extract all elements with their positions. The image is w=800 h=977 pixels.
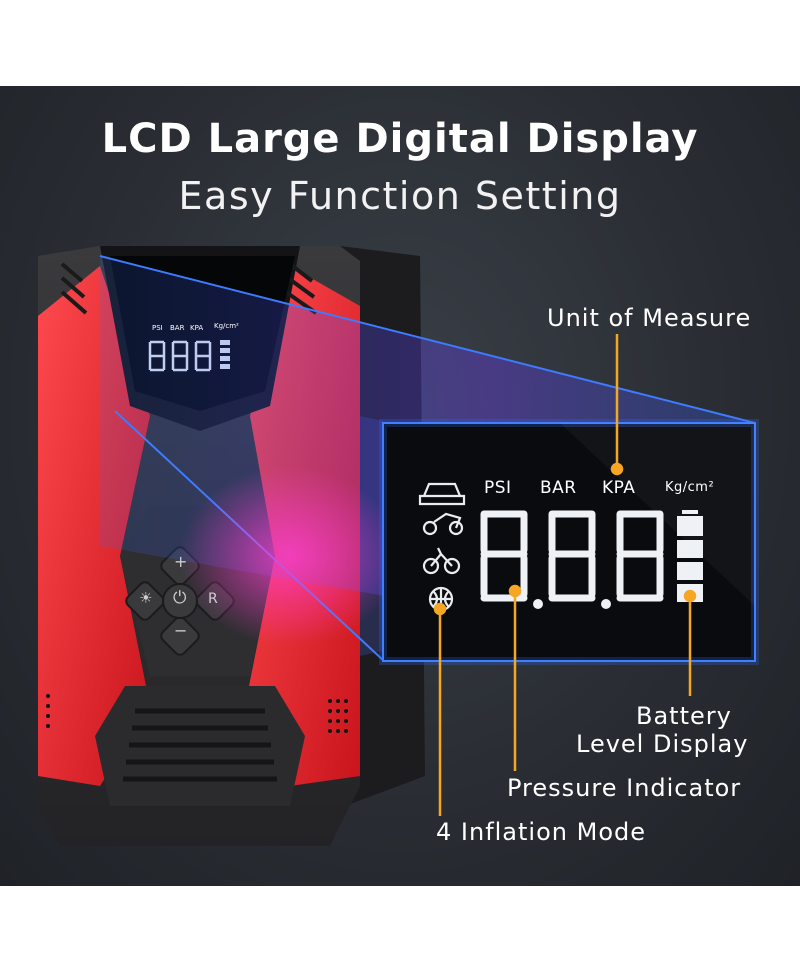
device-unit-bar: BAR — [170, 324, 185, 332]
device-illustration — [38, 246, 759, 846]
unit-kgcm: Kg/cm² — [665, 480, 715, 495]
reset-button[interactable]: R — [208, 591, 219, 607]
device-unit-psi: PSI — [152, 324, 163, 332]
callout-pressure-indicator: Pressure Indicator — [507, 774, 742, 802]
headline-title: LCD Large Digital Display — [101, 116, 699, 162]
battery-indicator — [677, 510, 703, 602]
product-scene: LCD Large Digital Display Easy Function … — [0, 86, 800, 886]
device-unit-kgcm: Kg/cm² — [214, 322, 239, 330]
callout-battery-line1: Battery — [636, 702, 732, 730]
pressure-digits — [480, 510, 664, 602]
plus-button[interactable]: + — [174, 552, 188, 571]
minus-button[interactable]: − — [174, 621, 188, 640]
callout-battery-line2: Level Display — [576, 730, 749, 758]
callout-unit-of-measure: Unit of Measure — [547, 304, 752, 332]
unit-bar: BAR — [540, 478, 577, 498]
unit-psi: PSI — [484, 478, 512, 498]
power-icon[interactable]: ⏻ — [173, 588, 187, 608]
callout-inflation-mode: 4 Inflation Mode — [436, 818, 647, 846]
device-unit-kpa: KPA — [190, 324, 204, 332]
unit-kpa: KPA — [602, 478, 636, 498]
headline-subtitle: Easy Function Setting — [178, 174, 622, 218]
light-icon[interactable]: ☀ — [139, 589, 153, 607]
mode-icons — [418, 482, 466, 612]
